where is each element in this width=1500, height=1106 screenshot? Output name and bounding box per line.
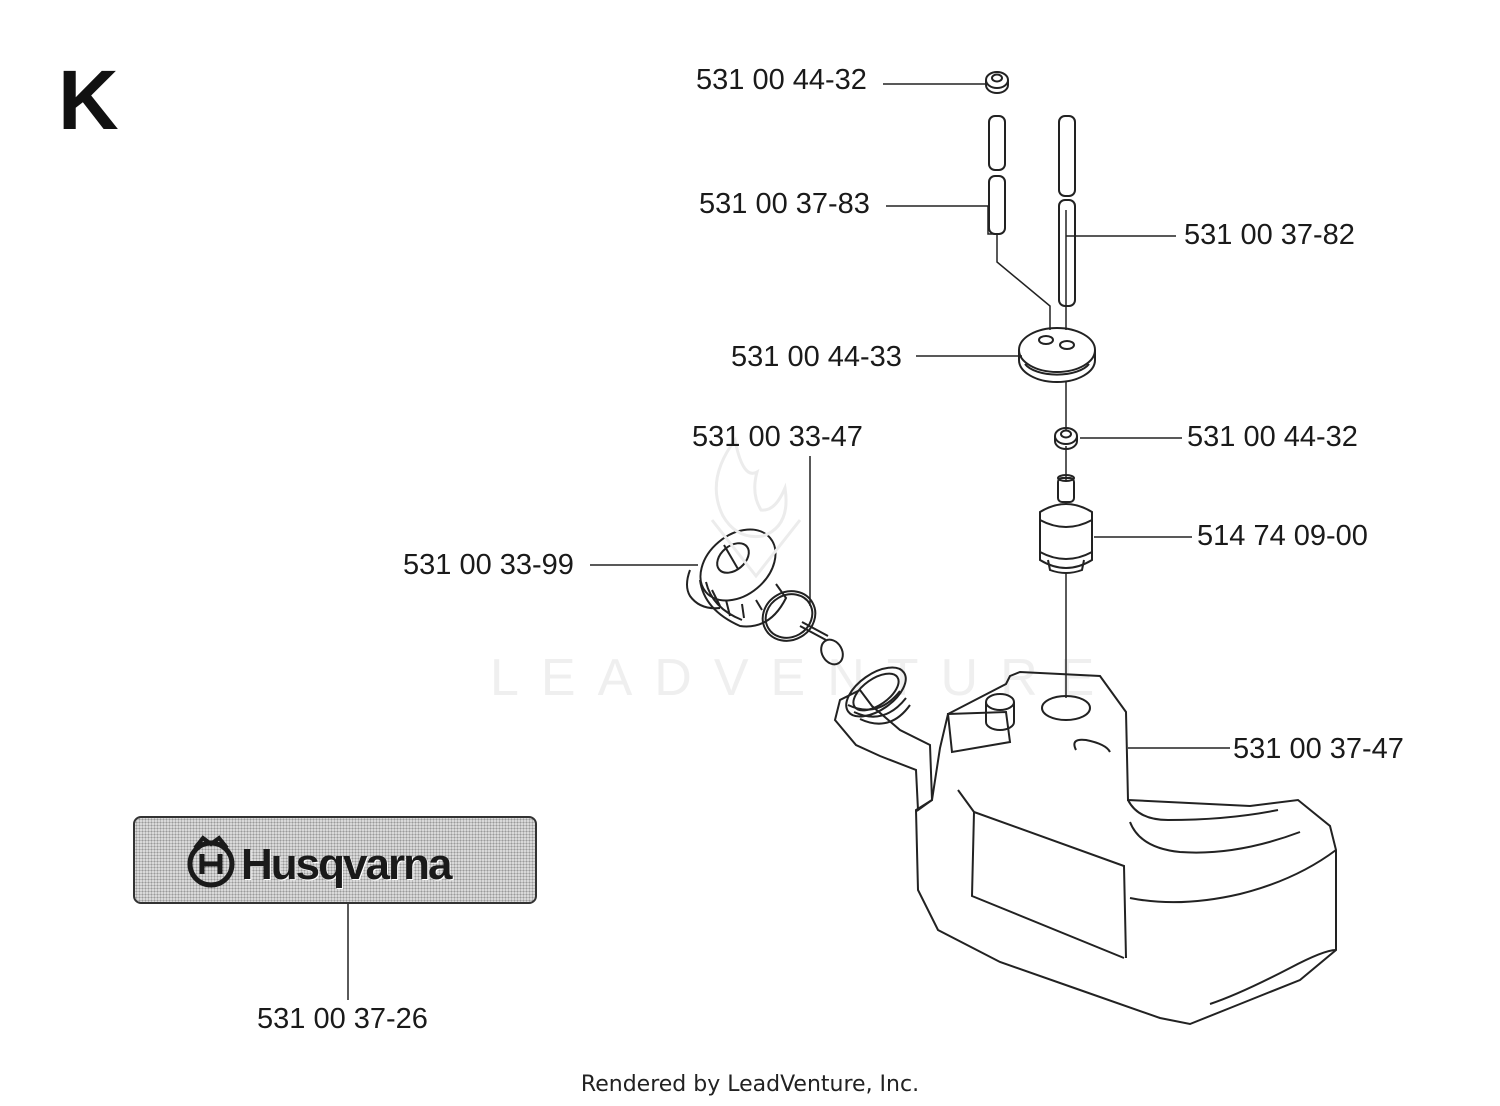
fuel-filter-part <box>1039 474 1093 574</box>
section-letter: K <box>58 53 119 147</box>
fuel-hose-right-part <box>1058 115 1076 307</box>
part-label-decal: 531 00 37-26 <box>257 1003 428 1035</box>
washer-top-part <box>985 71 1009 94</box>
part-label-washer-top: 531 00 44-32 <box>696 64 867 96</box>
gasket-part <box>761 590 844 666</box>
fuel-hose-left-part <box>988 115 1006 235</box>
brand-name: Husqvarna <box>241 840 452 889</box>
part-label-fuel-hose-right: 531 00 37-82 <box>1184 219 1355 251</box>
part-label-grommet: 531 00 44-33 <box>731 341 902 373</box>
washer-lower-part <box>1054 427 1078 450</box>
grommet-part <box>1018 327 1096 383</box>
part-label-fuel-cap: 531 00 33-99 <box>403 549 574 581</box>
part-label-fuel-filter: 514 74 09-00 <box>1197 520 1368 552</box>
fuel-cap-part <box>686 528 788 628</box>
fuel-tank-part <box>833 666 1337 1026</box>
footer-credit: Rendered by LeadVenture, Inc. <box>580 1072 920 1097</box>
watermark-flame-icon <box>710 436 802 579</box>
part-label-washer-lower: 531 00 44-32 <box>1187 421 1358 453</box>
husqvarna-logo-icon <box>187 835 235 888</box>
part-label-fuel-hose-left: 531 00 37-83 <box>699 188 870 220</box>
part-label-gasket: 531 00 33-47 <box>692 421 863 453</box>
watermark: LEADVENTURE <box>490 649 1117 707</box>
husqvarna-decal: Husqvarna <box>133 816 537 904</box>
part-label-fuel-tank: 531 00 37-47 <box>1233 733 1404 765</box>
